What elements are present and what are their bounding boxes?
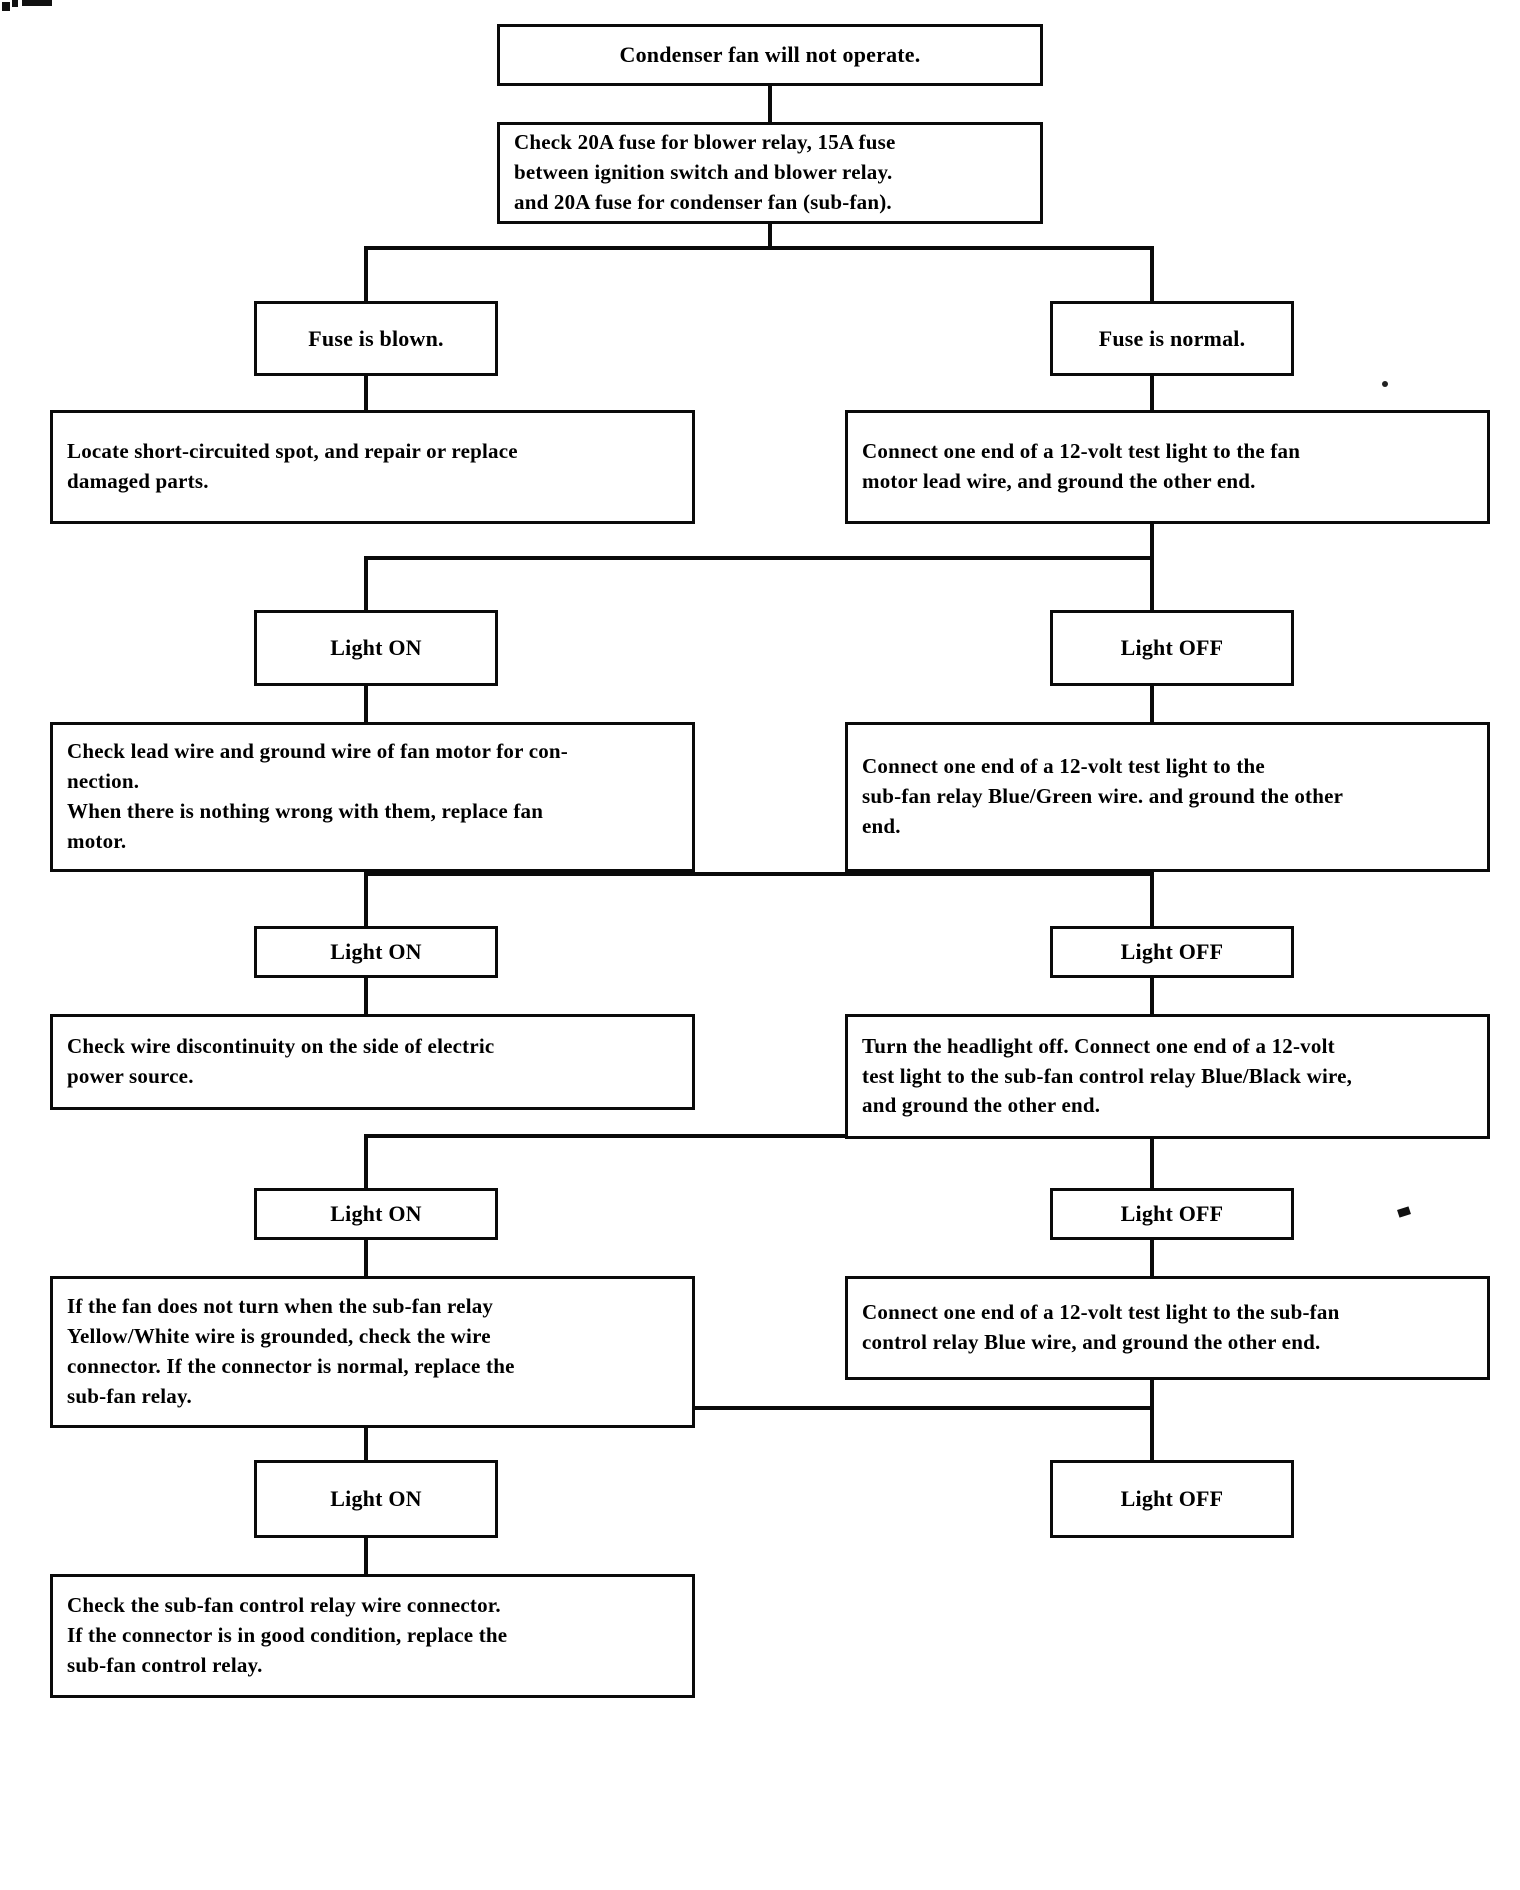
connector-split-bus-2 [364, 556, 1154, 560]
connector-on2-to-box [364, 978, 368, 1014]
connector-on1-to-box [364, 686, 368, 722]
node-light-off-4[interactable]: Light OFF [1050, 1460, 1294, 1538]
node-check-control-relay-connector-label: Check the sub-fan control relay wire con… [67, 1593, 508, 1677]
node-light-on-3[interactable]: Light ON [254, 1188, 498, 1240]
connector-split-right-3 [1150, 872, 1154, 926]
node-test-fan-motor-lead-label: Connect one end of a 12-volt test light … [862, 439, 1301, 493]
scan-artifact-corner [2, 2, 10, 11]
node-fuse-normal[interactable]: Fuse is normal. [1050, 301, 1294, 376]
node-test-subfan-relay-bluegreen-label: Connect one end of a 12-volt test light … [862, 754, 1344, 838]
node-light-on-2-label: Light ON [330, 939, 422, 965]
node-repair-short[interactable]: Locate short-circuited spot, and repair … [50, 410, 695, 524]
connector-test4-down [1150, 1380, 1154, 1410]
connector-split-bus-3 [364, 872, 1154, 876]
node-check-control-relay-connector[interactable]: Check the sub-fan control relay wire con… [50, 1574, 695, 1698]
node-check-fuses[interactable]: Check 20A fuse for blower relay, 15A fus… [497, 122, 1043, 224]
node-light-off-1-label: Light OFF [1120, 635, 1224, 661]
connector-split-right-4 [1150, 1134, 1154, 1188]
connector-test1-down [1150, 524, 1154, 560]
connector-normal-to-test1 [1150, 376, 1154, 410]
connector-split-left-4 [364, 1134, 368, 1188]
connector-on3-to-box [364, 1240, 368, 1276]
node-check-discontinuity[interactable]: Check wire discontinuity on the side of … [50, 1014, 695, 1110]
node-light-on-4[interactable]: Light ON [254, 1460, 498, 1538]
node-light-off-2-label: Light OFF [1120, 939, 1224, 965]
connector-split-left-3 [364, 872, 368, 926]
connector-start-to-check [768, 86, 772, 122]
node-light-on-1-label: Light ON [330, 635, 422, 661]
node-light-on-1[interactable]: Light ON [254, 610, 498, 686]
scan-artifact-corner-3 [22, 0, 52, 6]
connector-split-bus-4 [364, 1134, 1154, 1138]
scan-artifact-corner-2 [12, 0, 18, 7]
connector-on4-to-box [364, 1538, 368, 1574]
node-test-subfan-relay-bluegreen[interactable]: Connect one end of a 12-volt test light … [845, 722, 1490, 872]
node-start-label: Condenser fan will not operate. [619, 42, 921, 68]
node-light-on-4-label: Light ON [330, 1486, 422, 1512]
node-test-control-relay-blue-label: Connect one end of a 12-volt test light … [862, 1300, 1340, 1354]
connector-split-left-2 [364, 556, 368, 610]
node-check-lead-ground-label: Check lead wire and ground wire of fan m… [67, 739, 568, 853]
connector-split-right-2 [1150, 556, 1154, 610]
node-light-off-2[interactable]: Light OFF [1050, 926, 1294, 978]
node-light-off-1[interactable]: Light OFF [1050, 610, 1294, 686]
node-test-control-relay-blueblack[interactable]: Turn the headlight off. Connect one end … [845, 1014, 1490, 1139]
node-check-fuses-label: Check 20A fuse for blower relay, 15A fus… [514, 130, 896, 214]
node-check-yellow-white[interactable]: If the fan does not turn when the sub-fa… [50, 1276, 695, 1428]
scan-speck-right-2 [1397, 1206, 1411, 1218]
connector-split-bus-1 [364, 246, 1154, 250]
node-test-control-relay-blueblack-label: Turn the headlight off. Connect one end … [862, 1033, 1353, 1118]
connector-off2-to-box [1150, 978, 1154, 1014]
connector-split-bus-5 [364, 1406, 1154, 1410]
node-light-off-4-label: Light OFF [1120, 1486, 1224, 1512]
scan-speck-right [1382, 381, 1388, 387]
node-light-on-3-label: Light ON [330, 1201, 422, 1227]
node-fuse-normal-label: Fuse is normal. [1098, 325, 1246, 351]
node-light-off-3-label: Light OFF [1120, 1201, 1224, 1227]
node-check-yellow-white-label: If the fan does not turn when the sub-fa… [67, 1294, 515, 1408]
connector-split-left-1 [364, 246, 368, 301]
node-test-fan-motor-lead[interactable]: Connect one end of a 12-volt test light … [845, 410, 1490, 524]
connector-blown-to-repair [364, 376, 368, 410]
connector-split-right-5 [1150, 1406, 1154, 1460]
node-repair-short-label: Locate short-circuited spot, and repair … [67, 439, 518, 493]
node-fuse-blown[interactable]: Fuse is blown. [254, 301, 498, 376]
node-test-control-relay-blue[interactable]: Connect one end of a 12-volt test light … [845, 1276, 1490, 1380]
node-start[interactable]: Condenser fan will not operate. [497, 24, 1043, 86]
connector-check-down [768, 224, 772, 250]
connector-split-right-1 [1150, 246, 1154, 301]
node-light-on-2[interactable]: Light ON [254, 926, 498, 978]
node-light-off-3[interactable]: Light OFF [1050, 1188, 1294, 1240]
connector-split-left-5 [364, 1406, 368, 1460]
connector-off1-to-box [1150, 686, 1154, 722]
node-check-discontinuity-label: Check wire discontinuity on the side of … [67, 1034, 495, 1088]
node-check-lead-ground[interactable]: Check lead wire and ground wire of fan m… [50, 722, 695, 872]
connector-off3-to-box [1150, 1240, 1154, 1276]
node-fuse-blown-label: Fuse is blown. [308, 325, 444, 351]
